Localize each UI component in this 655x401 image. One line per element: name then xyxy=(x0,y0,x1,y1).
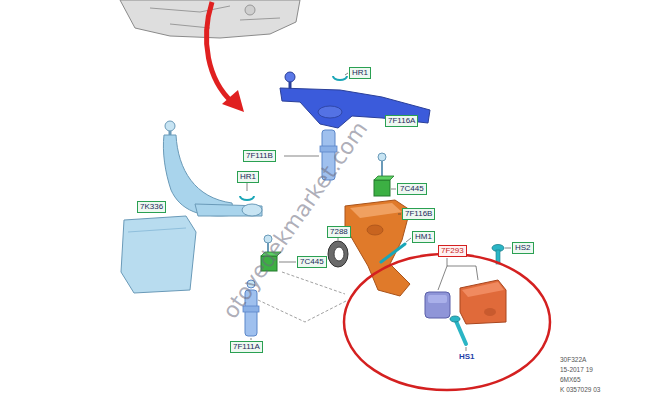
switch-parts xyxy=(425,280,506,324)
callout-number: 7F116A xyxy=(385,115,418,127)
callout-number: 7F116B xyxy=(402,208,435,220)
highlight-ellipse xyxy=(344,254,550,390)
assembly-line xyxy=(258,272,348,322)
callout-number: HR1 xyxy=(237,171,259,183)
callout-number: 7C445 xyxy=(297,256,327,268)
callout-number: 7288 xyxy=(327,226,351,238)
callout-number: HS2 xyxy=(512,242,534,254)
pointer-arrow xyxy=(206,2,244,112)
callout-number: 7F111A xyxy=(230,341,263,353)
drawing-code: K 0357029 03 xyxy=(560,386,600,394)
callout-number: 7F111B xyxy=(243,150,276,162)
watermark: otoyedekmarket.com xyxy=(218,117,373,323)
drawing-code: 15-2017 19 xyxy=(560,366,593,374)
callout-number: HM1 xyxy=(412,231,435,243)
callout-number: 7C445 xyxy=(397,183,427,195)
callout-number: HR1 xyxy=(349,67,371,79)
shift-lever-body xyxy=(345,200,410,296)
lever-part xyxy=(121,121,262,293)
retaining-clip xyxy=(240,196,254,200)
drawing-code: 6MX65 xyxy=(560,376,581,384)
bush-block xyxy=(374,153,394,196)
callout-number: 7K336 xyxy=(137,201,166,213)
screw xyxy=(450,316,466,344)
seal-ring xyxy=(328,241,348,267)
retaining-clip xyxy=(333,76,347,80)
callout-number: 7F293 xyxy=(438,245,467,257)
callout-number: HS1 xyxy=(459,352,475,362)
roll-pin xyxy=(381,244,405,262)
drawing-code: 30F322A xyxy=(560,356,586,364)
